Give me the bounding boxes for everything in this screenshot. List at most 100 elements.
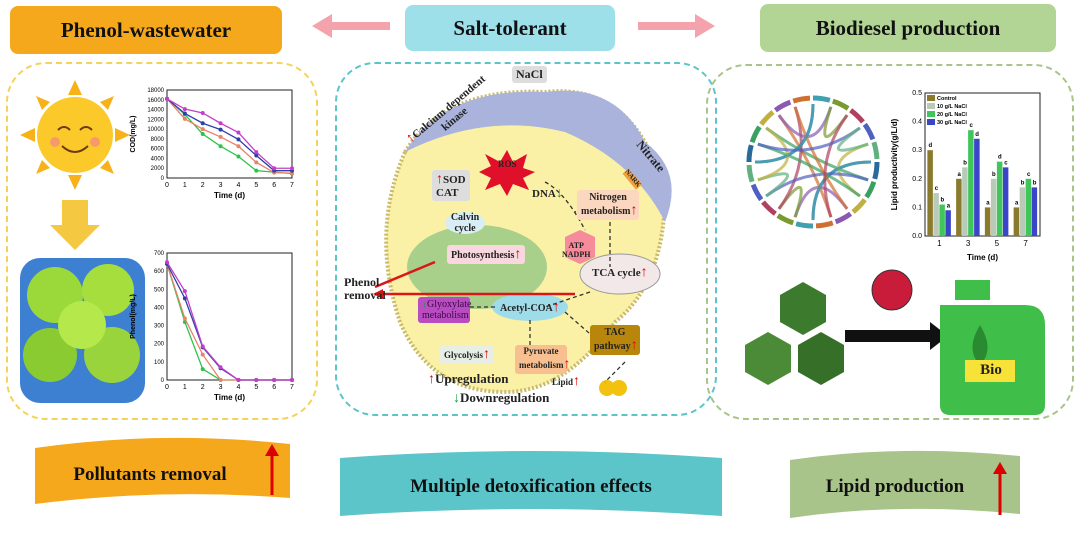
x-tick-label: 2 [201, 182, 205, 189]
data-point [218, 127, 223, 132]
x-tick-label: 5 [995, 239, 1000, 248]
x-tick-label: 6 [272, 384, 276, 391]
bar-significance-letter: c [935, 186, 939, 192]
bar [974, 138, 980, 236]
data-point [182, 111, 187, 116]
y-tick-label: 400 [154, 305, 165, 311]
pyruvate-box: Pyruvate metabolism↑ [515, 345, 571, 375]
chord-arc [871, 141, 880, 160]
data-point [182, 289, 187, 294]
y-tick-label: 6000 [151, 147, 165, 153]
data-point [272, 378, 277, 382]
data-point [200, 367, 205, 372]
data-point [236, 154, 241, 159]
data-point [236, 130, 241, 135]
photosynthesis-box: Photosynthesis↑ [447, 245, 526, 265]
downregulation-legend: ↓Downregulation [453, 390, 550, 406]
chord-arc [849, 108, 865, 124]
chord-link [823, 114, 849, 218]
nitrogen-metabolism-box: Nitrogen metabolism↑ [577, 190, 639, 221]
arrow-right-icon [845, 322, 948, 350]
data-point [182, 107, 187, 112]
chord-arc [812, 95, 831, 103]
x-tick-label: 0 [165, 182, 169, 189]
bar-significance-letter: c [1027, 172, 1031, 178]
bio-fuel-jug-icon [940, 280, 1045, 415]
chord-link [837, 126, 869, 152]
bar-significance-letter: a [957, 172, 961, 178]
legend-swatch [927, 119, 935, 125]
bar-significance-letter: d [975, 132, 979, 138]
y-tick-label: 18000 [147, 88, 164, 94]
legend-label: Control [937, 96, 957, 102]
legend-label: 20 g/L NaCl [937, 112, 967, 118]
data-point [236, 144, 241, 149]
chord-link [754, 103, 815, 164]
x-tick-label: 1 [183, 384, 187, 391]
data-point [236, 137, 241, 142]
chord-arc [773, 99, 792, 113]
up-arrow-icon [270, 452, 1002, 515]
data-point [254, 150, 259, 155]
bar-significance-letter: a [947, 203, 951, 209]
ribbon-pollutants-removal: Pollutants removal [73, 464, 227, 485]
plot-frame [924, 92, 1041, 237]
bar-significance-letter: c [969, 123, 973, 129]
bar-significance-letter: b [1033, 180, 1037, 186]
data-point [218, 144, 223, 149]
calvin-cycle-label: Calvin cycle [445, 212, 485, 234]
y-tick-label: 500 [154, 287, 165, 293]
header-salt-tolerant: Salt-tolerant [405, 5, 615, 51]
legend-swatch [927, 95, 935, 101]
left-illustrations [20, 80, 145, 403]
arrow-down-icon [50, 200, 100, 250]
y-tick-label: 2000 [151, 166, 165, 172]
data-point [218, 134, 223, 139]
lipid-productivity-chart: 0.00.10.20.30.40.51dcba3abcd5abdc7abcbCo… [890, 90, 1041, 262]
chord-arc [776, 213, 795, 226]
y-tick-label: 100 [154, 360, 165, 366]
chord-diagram [746, 95, 880, 229]
glycolysis-label: Glycolysis↑ [440, 345, 495, 365]
microalgae-image [20, 258, 145, 403]
x-tick-label: 1 [937, 239, 942, 248]
bio-label: Bio [980, 362, 1002, 378]
chord-arc [795, 221, 814, 229]
x-tick-label: 7 [290, 182, 294, 189]
red-ball-icon [871, 269, 913, 311]
nacl-label: NaCl [512, 66, 547, 84]
y-tick-label: 12000 [147, 117, 164, 123]
bar-significance-letter: c [1004, 160, 1008, 166]
y-tick-label: 16000 [147, 98, 164, 104]
chord-arc [815, 220, 834, 229]
y-tick-label: 200 [154, 342, 165, 348]
bar [927, 150, 933, 236]
chord-arc [872, 161, 880, 180]
data-point [182, 296, 187, 301]
lipid-label: Lipid↑ [552, 374, 581, 389]
upregulation-legend: ↑Upregulation [428, 371, 509, 387]
data-point [182, 116, 187, 121]
x-tick-label: 1 [183, 182, 187, 189]
pink-arrows [312, 14, 715, 38]
ros-label: ROS [498, 159, 517, 169]
dna-label: DNA↓ [532, 186, 563, 201]
bar [962, 167, 968, 236]
bar [968, 130, 974, 236]
bar-significance-letter: d [998, 155, 1002, 161]
cod-chart: 0200040006000800010000120001400016000180… [130, 88, 294, 200]
chord-arc [750, 183, 764, 202]
bar-significance-letter: d [929, 143, 933, 149]
tag-pathway-box: TAG pathway↑ [590, 325, 640, 356]
center-panel [335, 62, 717, 416]
chord-arc [759, 110, 775, 126]
bar [933, 193, 939, 236]
y-tick-label: 0.0 [912, 233, 922, 240]
bar [945, 210, 951, 236]
series-line [166, 98, 293, 174]
data-point [200, 344, 205, 349]
data-point [254, 168, 259, 173]
legend-label: 30 g/L NaCl [937, 120, 967, 126]
